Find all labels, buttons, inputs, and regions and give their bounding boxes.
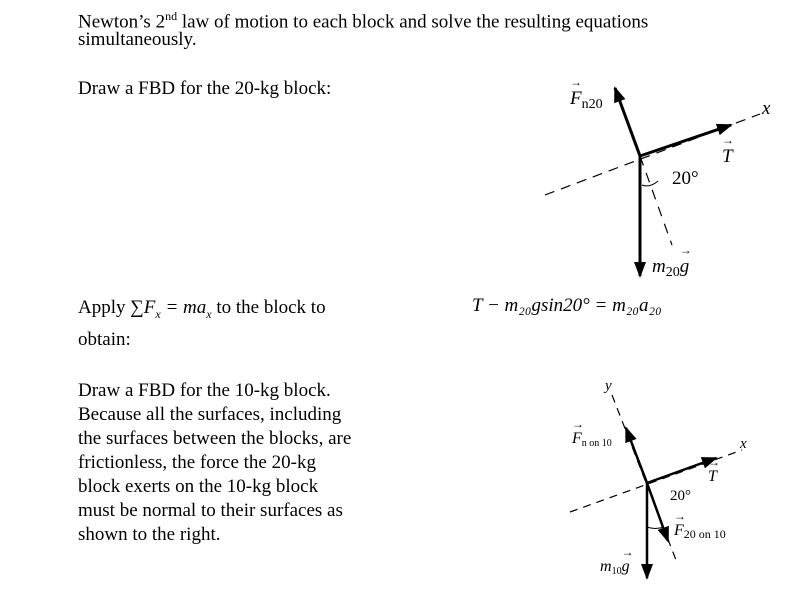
tension-label: T	[722, 133, 734, 168]
angle-arc	[641, 180, 659, 187]
normal-force-label: Fn on 10	[572, 417, 612, 449]
normal-force-arrow	[613, 86, 642, 157]
paragraph-line: Because all the surfaces, including	[78, 404, 342, 425]
normal-force-arrow	[624, 426, 649, 484]
normal-force-label: Fn20	[570, 75, 603, 113]
fbd-20kg	[544, 86, 761, 278]
tension-arrow	[646, 456, 718, 485]
paragraph-line: frictionless, the force the 20-kg	[78, 452, 316, 473]
x-axis-label: x	[740, 436, 747, 452]
contact-force-label: F20 on 10	[674, 509, 726, 542]
angle-label: 20°	[670, 488, 691, 504]
tension-arrow	[639, 123, 733, 158]
apply-newton-line-2: obtain:	[78, 329, 131, 350]
tension-label: T	[708, 455, 720, 486]
step-20kg-heading: Draw a FBD for the 20-kg block:	[78, 78, 332, 99]
angle-label: 20°	[672, 168, 699, 189]
paragraph-line: must be normal to their surfaces as	[78, 500, 343, 521]
intro-line-2: simultaneously.	[78, 29, 197, 50]
intro-line-1: Newton’s 2nd law of motion to each block…	[78, 9, 649, 33]
incline-normal-dashed	[639, 155, 673, 246]
angle-arc	[646, 526, 665, 529]
apply-newton-line: Apply ∑Fx = max to the block to	[78, 297, 326, 321]
paragraph-line: shown to the right.	[78, 524, 221, 545]
x-axis-label: x	[762, 98, 771, 119]
fbd-10kg	[569, 394, 743, 580]
equation-20kg: T − m₂₀gsin20° = m₂₀a₂₀	[472, 295, 662, 316]
paragraph-line: Draw a FBD for the 10-kg block.	[78, 380, 331, 401]
paragraph-line: the surfaces between the blocks, are	[78, 428, 352, 449]
weight-label: m10g	[600, 545, 634, 577]
step-10kg-paragraph: Draw a FBD for the 10-kg block. Because …	[78, 379, 351, 547]
contact-force-arrow	[645, 482, 670, 543]
weight-label: m20g	[652, 243, 691, 281]
paragraph-line: block exerts on the 10-kg block	[78, 476, 319, 497]
y-axis-label: y	[605, 378, 612, 394]
